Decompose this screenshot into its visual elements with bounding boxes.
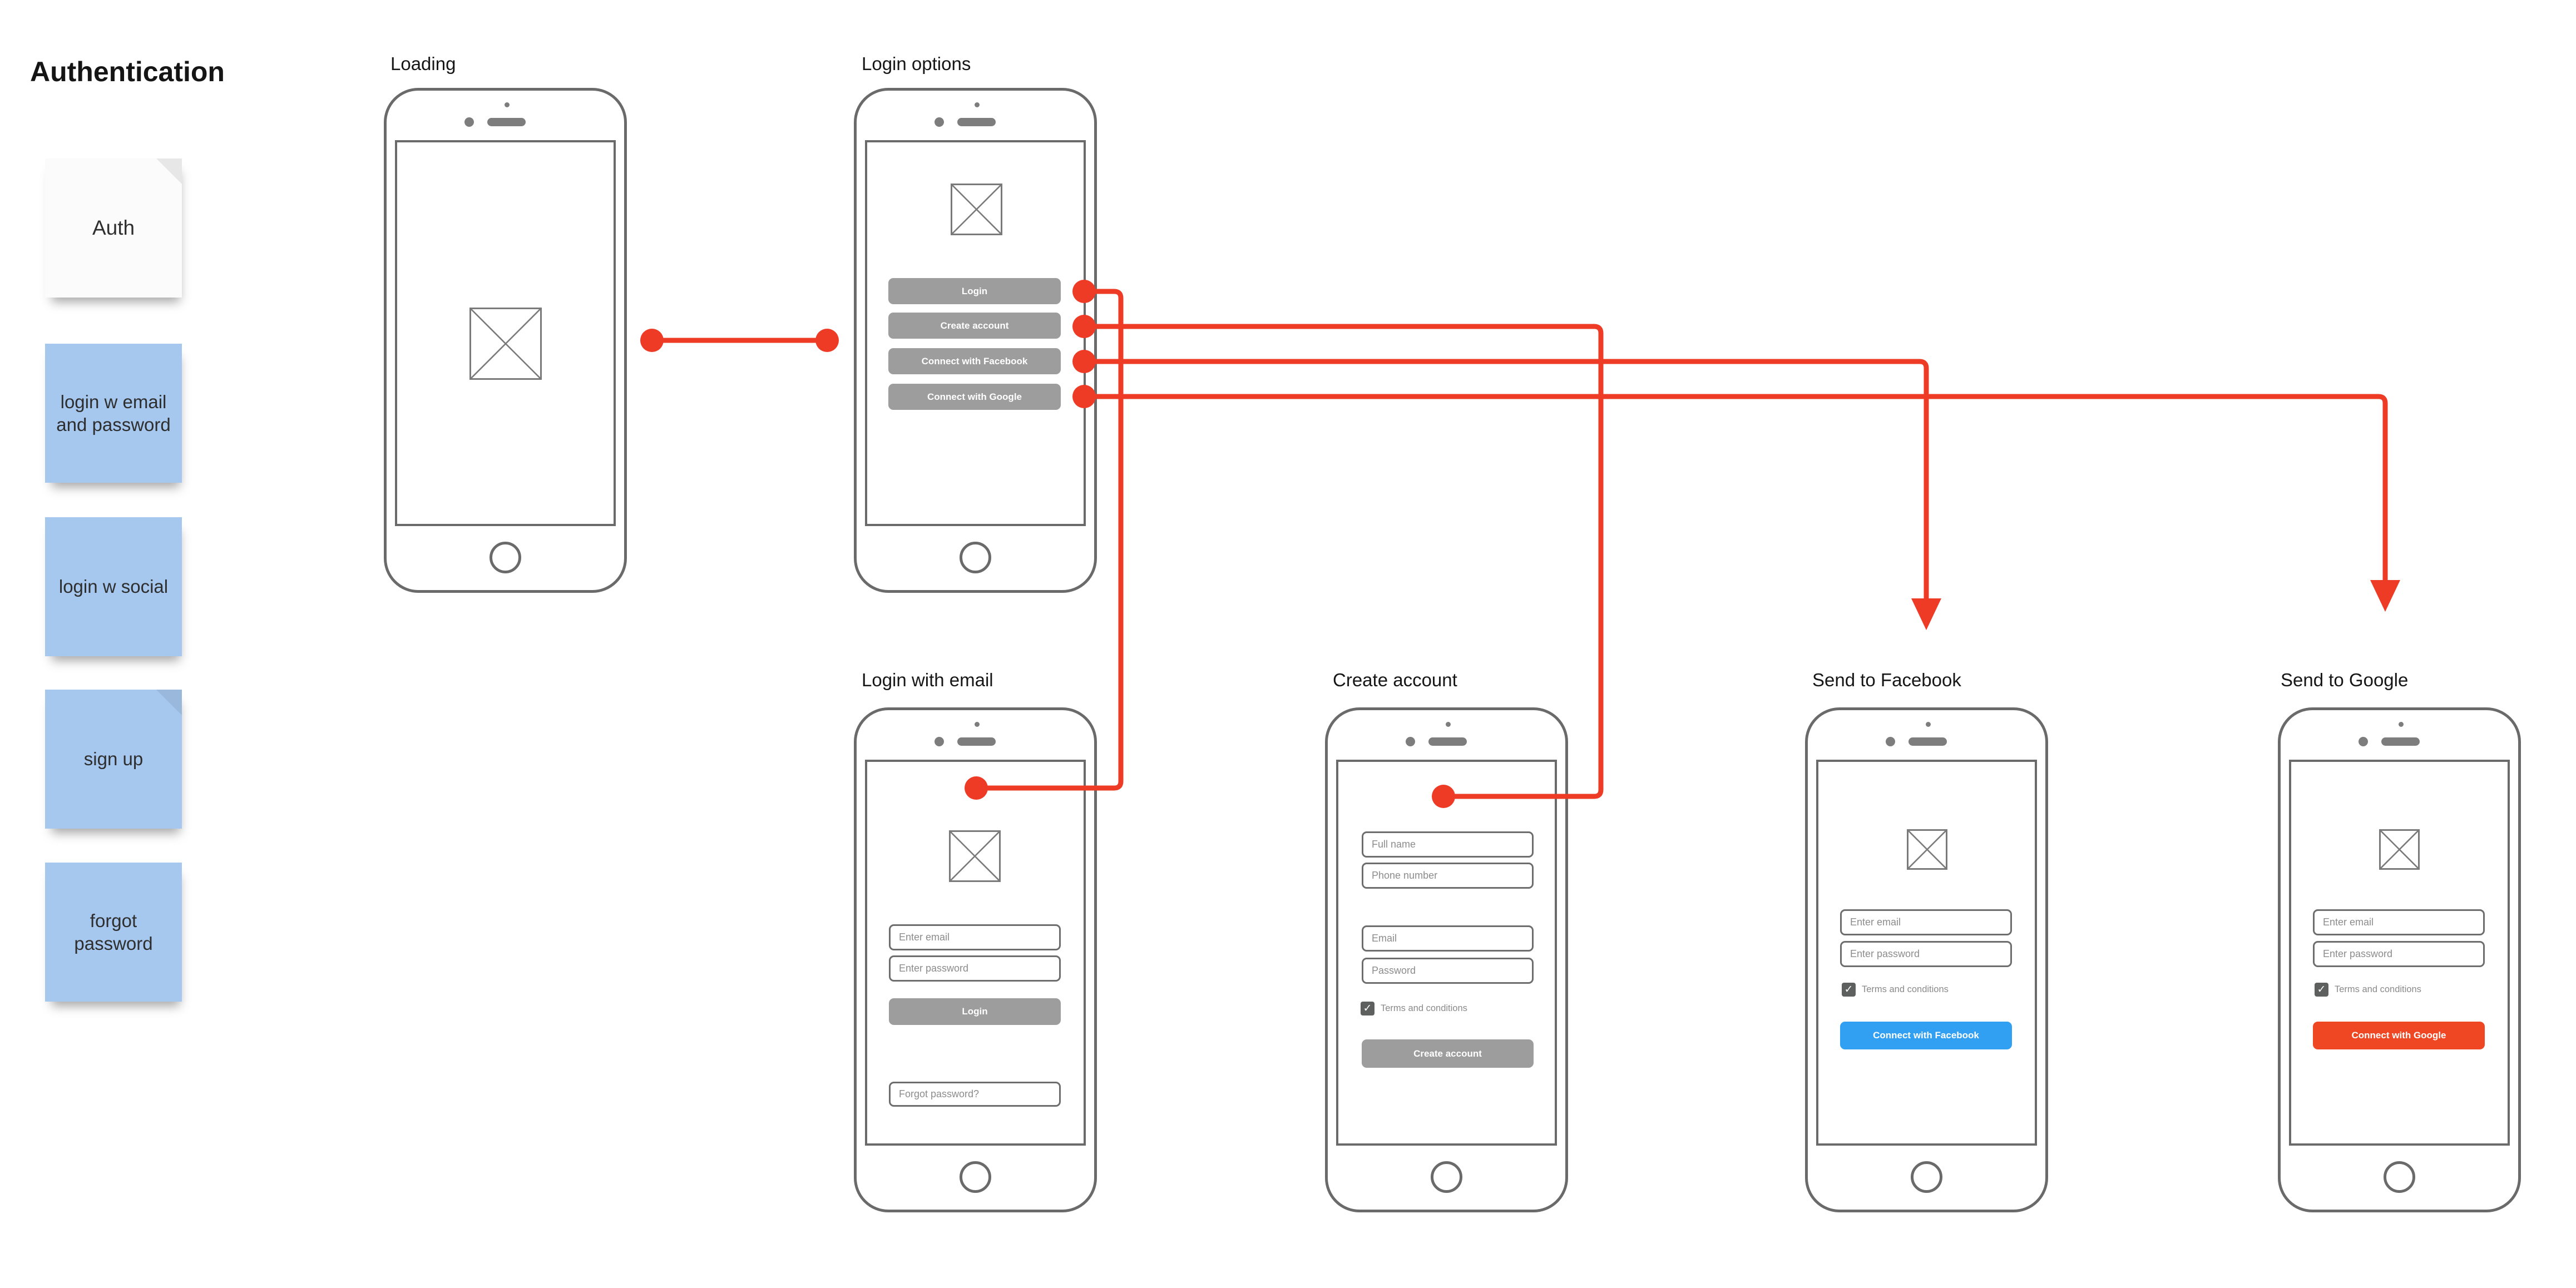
arrowhead-google-icon [2370,580,2400,612]
frame-title-login-with-email[interactable]: Login with email [862,670,993,690]
phone-screen: ✓ Terms and conditions Create account [1336,760,1557,1146]
email-input[interactable] [1840,909,2012,935]
camera-icon [464,117,474,127]
password-input[interactable] [2313,941,2485,967]
home-button[interactable] [490,542,521,573]
email-input[interactable] [2313,909,2485,935]
connector-google [1084,394,2388,582]
terms-label: Terms and conditions [1381,1003,1467,1013]
sensor-dot-icon [975,722,980,727]
terms-row: ✓ Terms and conditions [1842,983,1949,997]
email-input[interactable] [1362,925,1534,952]
phone-login-with-email[interactable]: Login [854,707,1097,1212]
terms-row: ✓ Terms and conditions [2315,983,2421,997]
terms-label: Terms and conditions [1862,984,1949,994]
frame-title-loading[interactable]: Loading [390,53,456,74]
check-icon: ✓ [1363,1003,1372,1014]
arrowhead-facebook-icon [1911,598,1941,630]
forgot-password-input[interactable] [889,1082,1061,1107]
camera-icon [935,117,944,127]
camera-icon [935,737,944,746]
phone-screen: Login Create account Connect with Facebo… [865,140,1086,526]
terms-checkbox[interactable]: ✓ [1842,983,1856,997]
frame-title-login-options[interactable]: Login options [862,53,971,74]
sticky-note-label: Auth [92,216,135,239]
speaker-icon [2381,737,2420,746]
phone-create-account[interactable]: ✓ Terms and conditions Create account [1325,707,1568,1212]
login-button[interactable]: Login [888,278,1061,304]
sticky-note-label: sign up [83,749,144,770]
sensor-dot-icon [2399,722,2404,727]
sensor-dot-icon [505,102,510,107]
phone-screen: ✓ Terms and conditions Connect with Face… [1816,760,2037,1146]
camera-icon [1406,737,1415,746]
speaker-icon [487,118,526,126]
sticky-note-login-social[interactable]: login w social [45,517,182,656]
sensor-dot-icon [1926,722,1931,727]
connect-facebook-button[interactable]: Connect with Facebook [888,348,1061,374]
sticky-note-auth[interactable]: Auth [45,158,182,298]
sticky-note-label: forgot password [74,910,153,954]
connect-google-button[interactable]: Connect with Google [2313,1022,2485,1049]
camera-icon [2359,737,2368,746]
connector-facebook [1084,359,1929,601]
phone-screen [395,140,616,526]
sticky-note-sign-up[interactable]: sign up [45,690,182,829]
login-button[interactable]: Login [889,998,1061,1025]
connect-google-button[interactable]: Connect with Google [888,384,1061,410]
home-button[interactable] [960,1161,991,1193]
sensor-dot-icon [975,102,980,107]
terms-checkbox[interactable]: ✓ [1361,1002,1374,1015]
phone-screen: ✓ Terms and conditions Connect with Goog… [2289,760,2510,1146]
password-input[interactable] [1840,941,2012,967]
email-input[interactable] [889,924,1061,950]
home-button[interactable] [1911,1161,1942,1193]
camera-icon [1886,737,1895,746]
phone-loading[interactable] [384,88,627,593]
speaker-icon [1908,737,1947,746]
phone-login-options[interactable]: Login Create account Connect with Facebo… [854,88,1097,593]
frame-title-create-account[interactable]: Create account [1333,670,1457,690]
speaker-icon [1428,737,1467,746]
connect-facebook-button[interactable]: Connect with Facebook [1840,1022,2012,1049]
speaker-icon [957,737,996,746]
logo-placeholder-icon [949,830,1001,882]
connector-dot [640,329,664,352]
sticky-note-login-email-password[interactable]: login w email and password [45,344,182,483]
full-name-input[interactable] [1362,831,1534,858]
image-placeholder-icon [469,308,542,380]
frame-title-send-to-google[interactable]: Send to Google [2281,670,2409,690]
terms-checkbox[interactable]: ✓ [2315,983,2328,997]
home-button[interactable] [960,542,991,573]
phone-send-to-google[interactable]: ✓ Terms and conditions Connect with Goog… [2278,707,2521,1212]
check-icon: ✓ [2317,984,2326,995]
create-account-button[interactable]: Create account [1362,1039,1534,1068]
home-button[interactable] [2384,1161,2415,1193]
logo-placeholder-icon [1907,829,1947,870]
check-icon: ✓ [1844,984,1853,995]
sticky-note-label: login w email and password [56,391,171,435]
sticky-note-label: login w social [58,576,169,597]
logo-placeholder-icon [951,184,1002,235]
sensor-dot-icon [1446,722,1451,727]
page-title: Authentication [30,56,225,87]
phone-send-to-facebook[interactable]: ✓ Terms and conditions Connect with Face… [1805,707,2048,1212]
terms-label: Terms and conditions [2335,984,2421,994]
create-account-button[interactable]: Create account [888,313,1061,339]
phone-number-input[interactable] [1362,863,1534,889]
home-button[interactable] [1431,1161,1462,1193]
password-input[interactable] [889,955,1061,982]
terms-row: ✓ Terms and conditions [1361,1002,1467,1015]
password-input[interactable] [1362,958,1534,984]
frame-title-send-to-facebook[interactable]: Send to Facebook [1812,670,1961,690]
speaker-icon [957,118,996,126]
logo-placeholder-icon [2379,829,2420,870]
connector-dot [815,329,839,352]
phone-screen: Login [865,760,1086,1146]
sticky-note-forgot-password[interactable]: forgot password [45,863,182,1002]
